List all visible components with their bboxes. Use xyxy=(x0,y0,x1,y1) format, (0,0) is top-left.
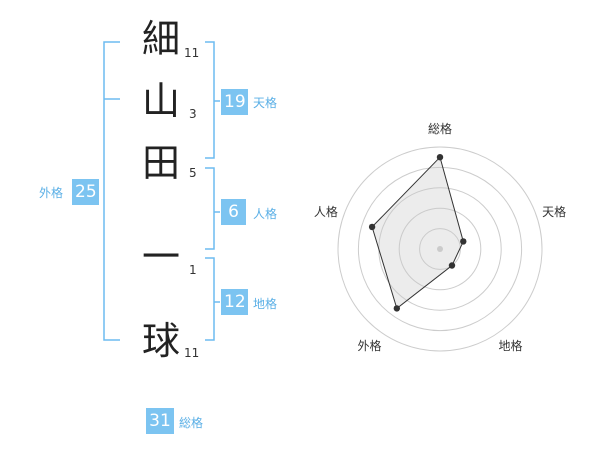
name-char-2: 山 xyxy=(141,79,180,123)
radar-center-dot xyxy=(437,246,443,252)
stroke-count-1: 11 xyxy=(184,46,200,60)
stroke-count-3: 5 xyxy=(189,166,197,180)
radar-ring-1 xyxy=(419,228,461,270)
tenkaku-bracket xyxy=(205,41,215,159)
jinkaku-label: 人格 xyxy=(253,207,278,221)
radar-axis-label-2: 天格 xyxy=(542,204,566,219)
name-char-3: 田 xyxy=(141,141,180,185)
jinkaku-bracket xyxy=(205,167,215,250)
gaikaku-value-badge: 25 xyxy=(72,179,99,205)
radar-ring-5 xyxy=(337,146,543,352)
tenkaku-value-badge: 19 xyxy=(221,89,248,115)
gaikaku-label: 外格 xyxy=(39,186,64,200)
soukaku-label: 総格 xyxy=(179,416,204,430)
chikaku-label: 地格 xyxy=(253,297,278,311)
radar-point-3 xyxy=(448,262,456,269)
chikaku-bracket xyxy=(205,257,215,341)
name-char-4: 一 xyxy=(141,235,180,279)
radar-point-2 xyxy=(460,238,467,245)
jinkaku-value-badge: 6 xyxy=(221,199,246,225)
radar-axis-label-4: 外格 xyxy=(357,338,381,353)
stroke-count-2: 3 xyxy=(189,107,197,121)
tenkaku-label: 天格 xyxy=(253,96,278,110)
name-char-1: 細 xyxy=(141,17,180,61)
stroke-count-5: 11 xyxy=(184,346,200,360)
radar-point-5 xyxy=(368,223,376,231)
stroke-count-4: 1 xyxy=(189,263,197,277)
chikaku-value-badge: 12 xyxy=(221,289,248,315)
name-char-5: 球 xyxy=(141,319,180,363)
radar-axis-label-1: 総格 xyxy=(428,121,452,136)
radar-ring-2 xyxy=(398,207,482,291)
soukaku-value-badge: 31 xyxy=(146,408,174,434)
radar-ring-4 xyxy=(357,166,523,332)
radar-axis-label-5: 人格 xyxy=(314,204,338,219)
radar-axis-label-3: 地格 xyxy=(499,338,523,353)
gaikaku-bracket xyxy=(103,41,120,341)
radar-point-4 xyxy=(393,305,401,312)
radar-point-1 xyxy=(436,154,444,161)
radar-value-polygon xyxy=(371,156,464,310)
